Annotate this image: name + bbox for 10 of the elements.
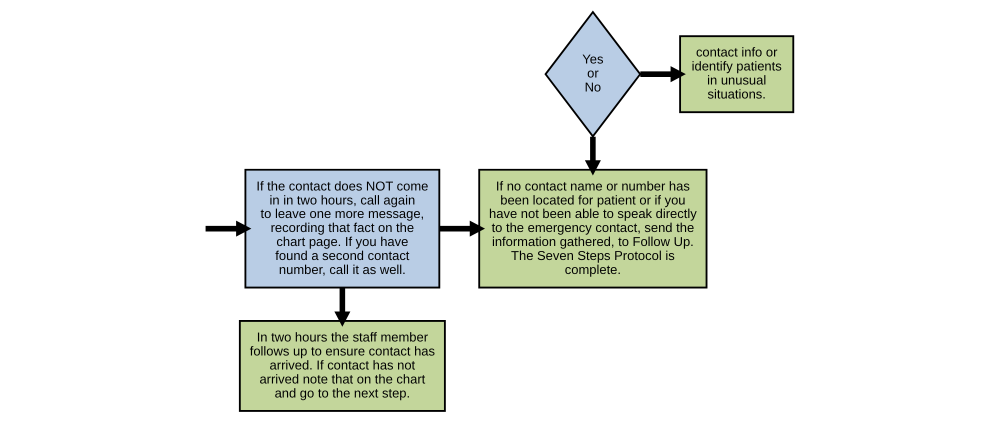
- arrow: [640, 66, 686, 82]
- arrow: [205, 220, 251, 237]
- arrow: [584, 136, 600, 176]
- arrow: [334, 288, 350, 327]
- node-box: In two hours the staff member follows up to ensure contact has arrived. If contact has not arrived note that on the chart and go to the next step.: [238, 320, 446, 412]
- node-box: If no contact name or number has been located for patient or if you have not been able to speak directly to the emergency contact, send the information gathered, to Follow Up. The Seven Steps Protocol is complete.: [478, 168, 707, 288]
- node-box: If the contact does NOT come in in two hours, call again to leave one more message, recording that fact on the chart page. If you have found a second contact number, call it as well.: [244, 168, 440, 288]
- arrow: [439, 220, 485, 237]
- node-diamond: Yes or No: [544, 10, 641, 138]
- node-box: contact info or identify patients in unusual situations.: [678, 35, 794, 114]
